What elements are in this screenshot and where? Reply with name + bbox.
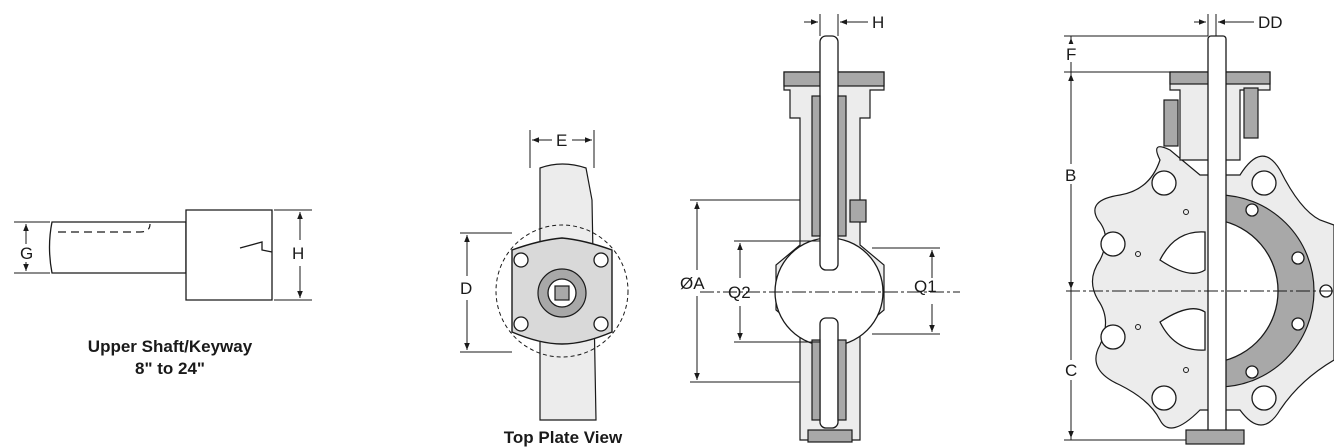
front-bolt-right — [1243, 87, 1259, 139]
lug-hole-6 — [1251, 385, 1277, 411]
front-view: DD F B C — [1063, 13, 1334, 445]
b-label-bg — [1063, 164, 1081, 184]
f-label-bg — [1064, 44, 1080, 62]
side-shaft-lower — [819, 317, 839, 429]
top-plate-view: E D Top Plate View — [460, 130, 629, 447]
lug-hole-3 — [1100, 324, 1126, 350]
dim-q1-label: Q1 — [914, 277, 937, 296]
side-nut-right — [849, 199, 867, 223]
bolt-hole-tl — [513, 252, 529, 268]
dim-g-label: G — [20, 244, 33, 263]
dim-q2-label: Q2 — [728, 283, 751, 302]
side-bushing-upper — [811, 95, 821, 237]
dim-h-side-label: H — [872, 13, 884, 32]
top-plate-flange-circle — [495, 224, 629, 358]
c-label-bg — [1063, 360, 1081, 380]
dim-d-label: D — [460, 279, 472, 298]
small-hole-4 — [1183, 367, 1189, 373]
side-bushing-upper-r — [837, 95, 847, 237]
bolt-hole-bl — [513, 316, 529, 332]
side-section-view: H ØA Q2 Q1 — [680, 13, 960, 443]
dim-f-label: F — [1066, 45, 1076, 64]
shaft-caption-line2: 8" to 24" — [135, 359, 205, 378]
side-shaft-upper — [819, 35, 839, 271]
shaft-square — [554, 285, 570, 301]
side-bushing-lower — [811, 339, 821, 421]
top-plate-caption: Top Plate View — [504, 428, 623, 447]
side-nut-bottom — [807, 429, 853, 443]
small-hole-2 — [1135, 251, 1141, 257]
dim-e-label: E — [556, 131, 567, 150]
small-hole-1 — [1183, 209, 1189, 215]
disc-bolt-3 — [1291, 317, 1305, 331]
disc-bolt-2 — [1291, 251, 1305, 265]
side-bushing-lower-r — [837, 339, 847, 421]
dim-dd-label: DD — [1258, 13, 1283, 32]
lug-hole-1 — [1151, 170, 1177, 196]
disc-inner — [1217, 219, 1279, 363]
lug-hole-4 — [1151, 385, 1177, 411]
dim-h-shaft-label: H — [292, 244, 304, 263]
front-bottom-nut — [1185, 429, 1245, 445]
bolt-hole-br — [593, 316, 609, 332]
shaft-caption-line1: Upper Shaft/Keyway — [88, 337, 253, 356]
shaft-large-end — [185, 209, 273, 301]
upper-shaft-view: G H Upper Shaft/Keyway 8" to 24" — [14, 209, 312, 378]
dim-c-label: C — [1065, 361, 1077, 380]
body-web-lower — [1159, 308, 1206, 351]
lug-hole-5 — [1251, 170, 1277, 196]
disc-bolt-1 — [1245, 203, 1259, 217]
body-web-upper — [1159, 231, 1206, 274]
disc-bolt-4 — [1245, 365, 1259, 379]
keyway-hidden-line — [58, 223, 151, 233]
keyway-break-line — [239, 241, 273, 253]
lug-hole-2 — [1100, 231, 1126, 257]
small-hole-3 — [1135, 324, 1141, 330]
front-shaft — [1207, 35, 1227, 437]
shaft-small-end — [48, 221, 187, 274]
dim-a-label: ØA — [680, 274, 705, 293]
bolt-hole-tr — [593, 252, 609, 268]
dim-b-label: B — [1065, 166, 1076, 185]
front-bolt-left — [1163, 99, 1179, 147]
